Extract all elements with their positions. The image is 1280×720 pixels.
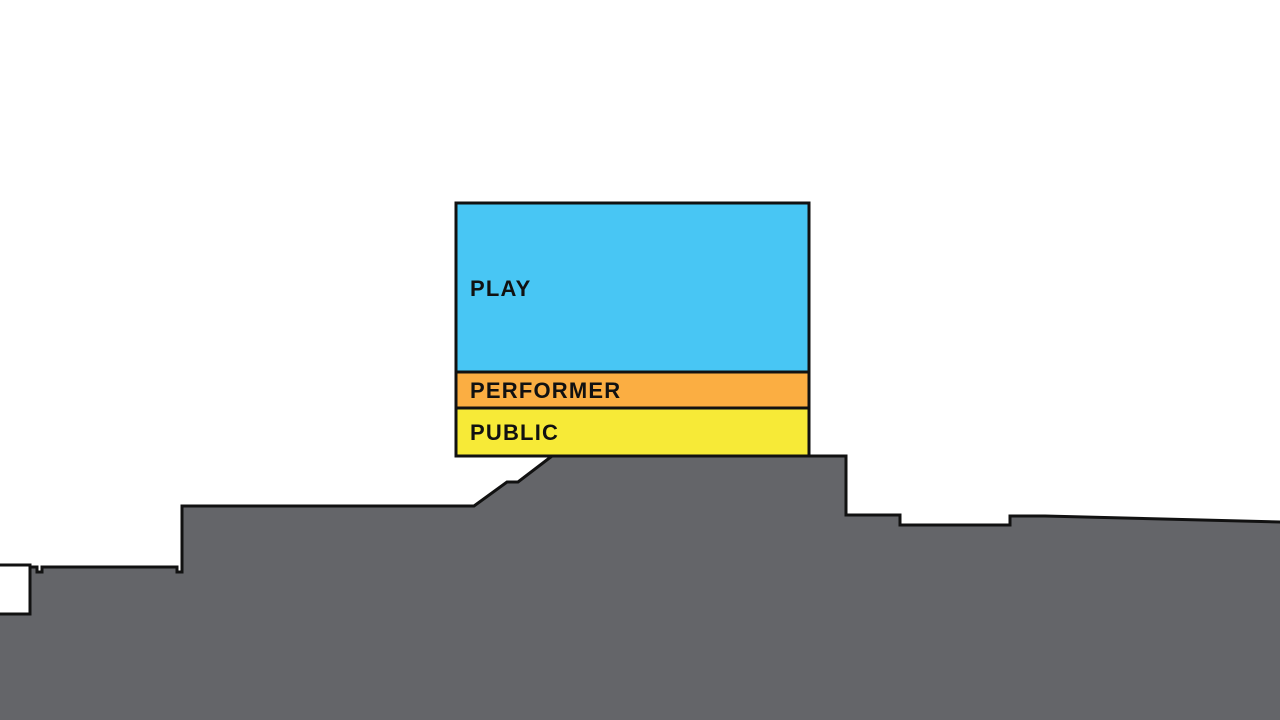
play-label: PLAY xyxy=(470,276,531,301)
terrain-profile xyxy=(0,454,1280,720)
neighbor-building-outline xyxy=(0,563,32,616)
public-label: PUBLIC xyxy=(470,420,559,445)
program-stack: PLAY PERFORMER PUBLIC xyxy=(454,201,811,458)
public-block xyxy=(454,406,811,458)
play-block xyxy=(454,201,811,374)
performer-label: PERFORMER xyxy=(470,378,621,403)
